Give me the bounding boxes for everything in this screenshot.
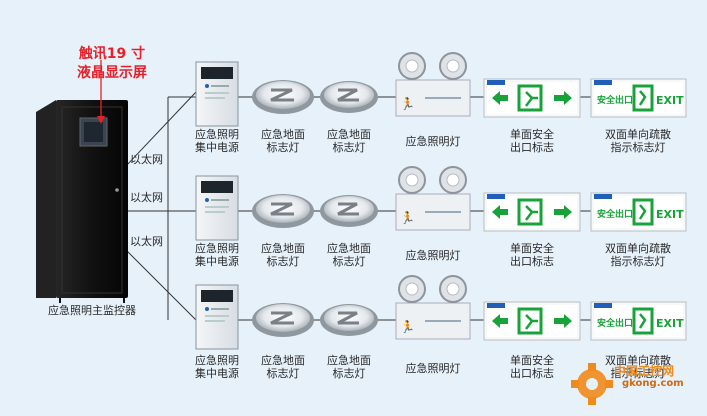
power-supply-icon xyxy=(195,284,239,350)
floor-sign-lamp-icon xyxy=(320,81,378,113)
twin-spotlight-icon: 🏃 xyxy=(395,275,471,340)
svg-text:安全出口: 安全出口 xyxy=(597,208,633,220)
power-label: 应急照明集中电源 xyxy=(195,128,239,154)
floor-sign-label: 应急地面标志灯 xyxy=(327,354,371,380)
watermark-url: gkong.com xyxy=(622,378,684,389)
main-monitor-cabinet xyxy=(36,100,128,303)
single-exit-sign-icon xyxy=(483,192,581,232)
floor-sign-lamp-icon xyxy=(252,303,314,337)
emergency-light-label: 应急照明灯 xyxy=(405,249,461,262)
ethernet-label-2: 以太网 xyxy=(130,191,163,204)
double-exit-sign-icon: 安全出口 EXIT xyxy=(590,301,687,341)
power-label: 应急照明集中电源 xyxy=(195,242,239,268)
emergency-light-label: 应急照明灯 xyxy=(405,135,461,148)
callout-line-2: 液晶显示屏 xyxy=(77,65,147,81)
twin-spotlight-icon: 🏃 xyxy=(395,52,471,117)
running-man-icon: 🏃 xyxy=(400,320,415,334)
svg-text:安全出口: 安全出口 xyxy=(597,317,633,329)
double-exit-label: 双面单向疏散指示标志灯 xyxy=(605,354,671,380)
cabinet-label: 应急照明主监控器 xyxy=(48,304,136,317)
device-row-2: 🏃 安全出口 EXIT xyxy=(195,166,687,241)
floor-sign-lamp-icon xyxy=(252,194,314,228)
double-exit-sign-icon: 安全出口 EXIT xyxy=(590,192,687,232)
svg-text:EXIT: EXIT xyxy=(656,317,684,330)
svg-text:EXIT: EXIT xyxy=(656,94,684,107)
watermark-cn: 中国工控网 xyxy=(614,364,675,378)
gear-icon xyxy=(571,363,613,405)
single-exit-label: 单面安全出口标志 xyxy=(510,128,554,154)
floor-sign-label: 应急地面标志灯 xyxy=(327,242,371,268)
floor-sign-label: 应急地面标志灯 xyxy=(327,128,371,154)
callout-arrow-icon xyxy=(97,116,105,124)
floor-sign-lamp-icon xyxy=(320,304,378,336)
floor-sign-label: 应急地面标志灯 xyxy=(261,242,305,268)
ethernet-label-1: 以太网 xyxy=(130,153,163,166)
device-row-3: 🏃 安全出口 EXIT xyxy=(195,275,687,350)
emergency-light-label: 应急照明灯 xyxy=(405,362,461,375)
double-exit-label: 双面单向疏散指示标志灯 xyxy=(605,242,671,268)
lcd-callout: 触讯19 寸 液晶显示屏 xyxy=(52,45,172,83)
floor-sign-lamp-icon xyxy=(320,195,378,227)
single-exit-label: 单面安全出口标志 xyxy=(510,354,554,380)
running-man-icon: 🏃 xyxy=(400,211,415,225)
device-row-1: 🏃 安全出口 EXIT xyxy=(195,52,687,127)
power-supply-icon xyxy=(195,61,239,127)
single-exit-sign-icon xyxy=(483,301,581,341)
ethernet-label-3: 以太网 xyxy=(130,235,163,248)
double-exit-label: 双面单向疏散指示标志灯 xyxy=(605,128,671,154)
power-supply-icon xyxy=(195,175,239,241)
single-exit-label: 单面安全出口标志 xyxy=(510,242,554,268)
floor-sign-label: 应急地面标志灯 xyxy=(261,128,305,154)
svg-text:EXIT: EXIT xyxy=(656,208,684,221)
single-exit-sign-icon xyxy=(483,78,581,118)
svg-text:安全出口: 安全出口 xyxy=(597,94,633,106)
floor-sign-label: 应急地面标志灯 xyxy=(261,354,305,380)
twin-spotlight-icon: 🏃 xyxy=(395,166,471,231)
running-man-icon: 🏃 xyxy=(400,97,415,111)
power-label: 应急照明集中电源 xyxy=(195,354,239,380)
callout-line-1: 触讯19 寸 xyxy=(78,46,146,62)
floor-sign-lamp-icon xyxy=(252,80,314,114)
double-exit-sign-icon: 安全出口 EXIT xyxy=(590,78,687,118)
